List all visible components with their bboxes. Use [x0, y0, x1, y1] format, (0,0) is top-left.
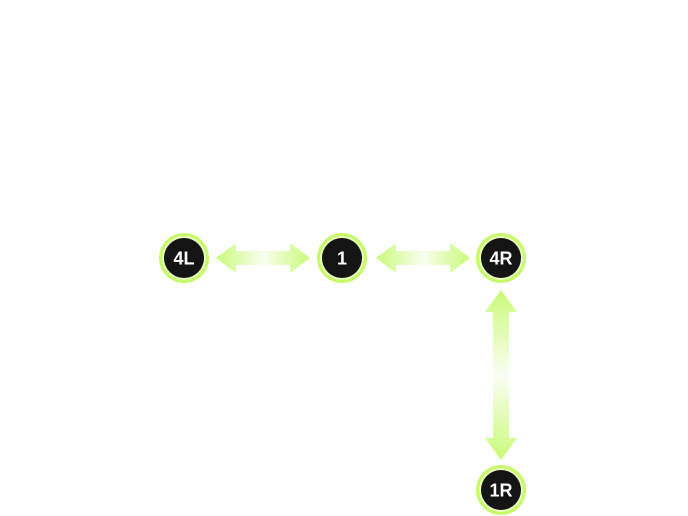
arrow-1-4r: [376, 243, 470, 273]
node-4l-core: [164, 238, 204, 278]
node-1-core: [322, 238, 362, 278]
node-4r: 4R: [476, 233, 526, 283]
node-4l: 4L: [159, 233, 209, 283]
node-1r: 1R: [476, 465, 526, 515]
node-1r-label: 1R: [489, 481, 512, 501]
arrow-4r-1r: [485, 290, 517, 460]
node-4l-label: 4L: [173, 249, 194, 269]
node-1r-core: [481, 470, 521, 510]
node-4r-core: [481, 238, 521, 278]
node-1: 1: [317, 233, 367, 283]
arrow-4l-1: [216, 243, 310, 273]
node-1-label: 1: [337, 249, 347, 269]
node-4r-label: 4R: [489, 249, 512, 269]
